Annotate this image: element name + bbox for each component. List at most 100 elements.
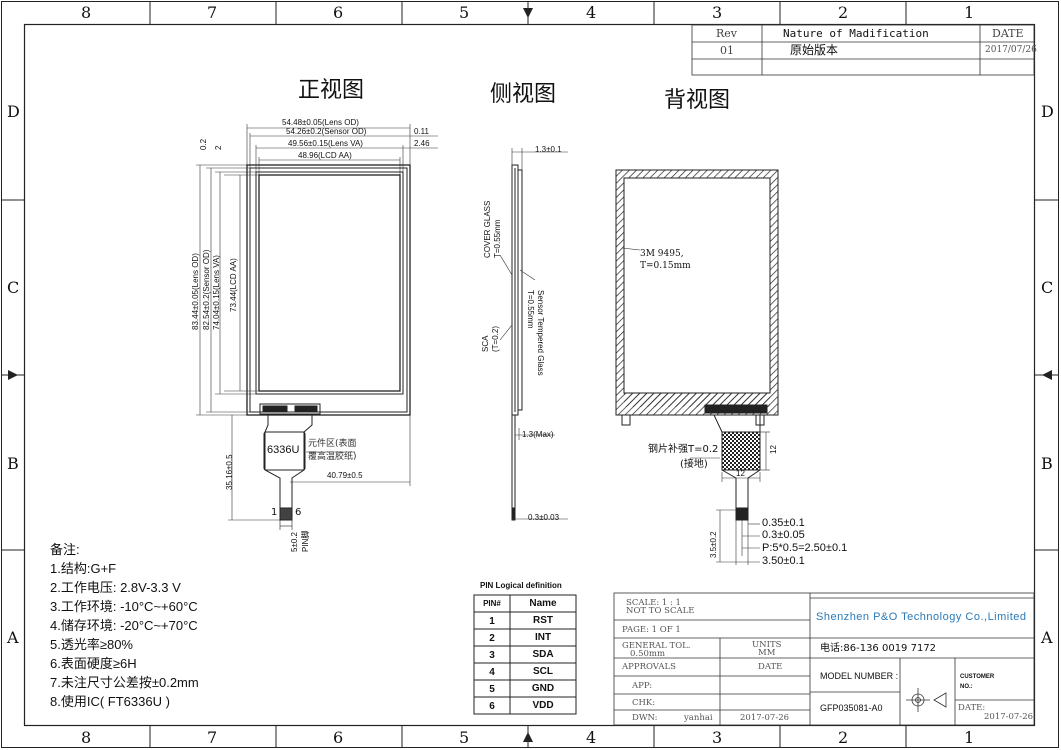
rev-header: Rev (716, 27, 738, 40)
zone-col-5-bottom: 5 (459, 728, 470, 747)
dim-pin-label: PIN脚 (301, 530, 310, 552)
back-view-title: 背视图 (664, 88, 731, 113)
zone-row-c-right: C (1041, 278, 1054, 297)
side-cover-thickness: T=0.55mm (493, 219, 502, 258)
zone-col-8: 8 (81, 3, 92, 22)
tb-date-value: 2017-07-26 (984, 712, 1034, 722)
side-view-title: 侧视图 (490, 82, 557, 107)
front-view-title: 正视图 (298, 78, 365, 103)
component-note-1: 元件区(表面 (308, 439, 357, 449)
date-header: DATE (992, 27, 1024, 40)
pin-row-6-number: 6 (489, 701, 495, 712)
note-item-8: 8.使用IC( FT6336U ) (50, 694, 170, 709)
pin-row-5-number: 5 (489, 684, 495, 695)
pin-row-6-name: VDD (532, 700, 554, 711)
dim-offset-1: 0.11 (414, 127, 429, 136)
tb-general-tol: GENERAL TOL. (622, 641, 691, 651)
back-stiffener-2: (接地) (680, 459, 708, 470)
zone-col-6-bottom: 6 (333, 728, 344, 747)
dim-pin-pitch: 5±0.2 (290, 532, 299, 552)
pin-row-3-name: SDA (532, 649, 554, 660)
zone-row-b: B (7, 454, 19, 473)
pin-row-2-number: 2 (489, 633, 495, 644)
tb-dwn-date: 2017-07-26 (740, 713, 790, 723)
side-sensor-thickness: T=0.55mm (526, 290, 535, 329)
zone-col-5: 5 (459, 3, 470, 22)
front-pin-last: 6 (295, 507, 302, 518)
front-pin-first: 1 (271, 507, 278, 518)
pin-row-5-name: GND (531, 683, 555, 694)
pin-row-1-number: 1 (489, 616, 495, 627)
dim-sensor-od-width: 54.26±0.2(Sensor OD) (286, 127, 367, 136)
note-item-2: 2.工作电压: 2.8V-3.3 V (50, 580, 181, 595)
tb-not-to-scale: NOT TO SCALE (626, 606, 695, 616)
zone-col-4: 4 (586, 3, 597, 22)
tb-phone: 电话:86-136 0019 7172 (820, 643, 937, 654)
tb-page: PAGE: 1 OF 1 (622, 625, 681, 635)
zone-col-2: 2 (838, 3, 849, 22)
tb-dwn: DWN: (632, 713, 658, 723)
dim-v-offset-2: 2 (214, 145, 223, 150)
component-note-2: 覆高温胶纸) (308, 452, 357, 462)
tb-model-number: GFP035081-A0 (820, 703, 883, 713)
nature-value: 原始版本 (790, 43, 839, 57)
zone-col-4-bottom: 4 (586, 728, 597, 747)
zone-row-c: C (7, 278, 20, 297)
pin-header-name: Name (529, 598, 557, 609)
tb-units-value: MM (758, 648, 776, 658)
pin-header-number: PIN# (483, 599, 501, 608)
zone-row-d-right: D (1041, 102, 1054, 121)
date-value: 2017/07/26 (985, 45, 1037, 55)
pin-row-1-name: RST (533, 615, 553, 626)
side-top-thickness: 1.3±0.1 (535, 145, 562, 154)
back-stiffener-height: 12 (769, 445, 778, 454)
side-bottom-thickness: 0.3±0.03 (528, 513, 560, 522)
zone-col-6: 6 (333, 3, 344, 22)
zone-col-7: 7 (207, 3, 218, 22)
zone-col-1-bottom: 1 (964, 728, 975, 747)
rev-value: 01 (720, 44, 734, 57)
zone-row-a-right: A (1041, 628, 1053, 647)
tb-chk: CHK: (632, 698, 656, 708)
side-cover-label: COVER GLASS (483, 200, 492, 258)
zone-col-2-bottom: 2 (838, 728, 849, 747)
back-note-2: 0.3±0.05 (762, 529, 805, 541)
tb-date: DATE (758, 662, 783, 672)
dim-lens-od-width: 54.48±0.05(Lens OD) (282, 118, 359, 127)
tb-customer-no: NO.: (960, 684, 973, 690)
zone-col-8-bottom: 8 (81, 728, 92, 747)
tb-model-label: MODEL NUMBER : (820, 671, 899, 681)
note-item-3: 3.工作环境: -10°C~+60°C (50, 599, 198, 614)
pin-table-title: PIN Logical definition (480, 581, 562, 590)
pin-row-4-number: 4 (489, 667, 495, 678)
pin-row-2-name: INT (534, 632, 552, 643)
tb-scale: SCALE: 1 : 1 (626, 598, 681, 608)
side-max-thickness: 1.3(Max) (522, 430, 554, 439)
note-item-6: 6.表面硬度≥6H (50, 656, 137, 671)
dim-v-offset-1: 0.2 (199, 138, 208, 150)
tb-units: UNITS (752, 640, 782, 650)
back-note-3: P:5*0.5=2.50±0.1 (762, 542, 848, 554)
note-item-4: 4.储存环境: -20°C~+70°C (50, 618, 198, 633)
tb-tol-value: 0.50mm (630, 649, 666, 659)
ic-label: 6336U (267, 444, 300, 456)
back-tape-spec-1: 3M 9495, (640, 249, 684, 259)
note-item-1: 1.结构:G+F (50, 561, 117, 576)
dim-fpc-position: 40.79±0.5 (327, 471, 363, 480)
zone-col-3-bottom: 3 (712, 728, 723, 747)
dim-lcd-aa-height: 73.44(LCD AA) (229, 258, 238, 312)
back-tape-spec-2: T=0.15mm (640, 261, 691, 271)
zone-col-3: 3 (712, 3, 723, 22)
tb-dwn-name: yanhai (684, 713, 713, 723)
dim-fpc-length: 35.16±0.5 (225, 454, 234, 490)
pin-row-3-number: 3 (489, 650, 495, 661)
tb-approvals: APPROVALS (622, 662, 676, 672)
side-sca-thickness: (T=0.2) (491, 325, 500, 352)
back-stiffener-1: 钢片补强T=0.2 (648, 444, 719, 455)
side-sensor-label: Sensor Tempered Glass (536, 290, 545, 376)
tb-app: APP: (632, 681, 653, 691)
back-note-4: 3.50±0.1 (762, 555, 805, 567)
back-note-1: 0.35±0.1 (762, 517, 805, 529)
back-pitch-vertical: 3.5±0.2 (709, 531, 718, 558)
